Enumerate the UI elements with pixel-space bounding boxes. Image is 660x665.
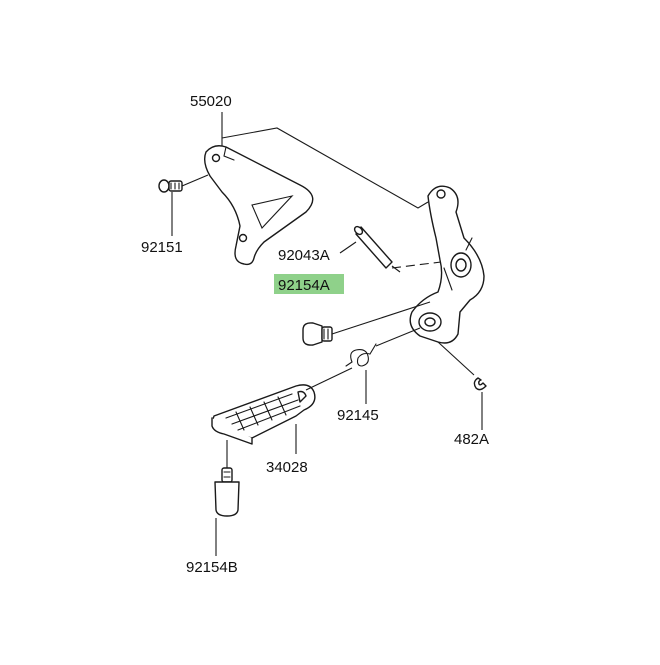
bracket-55020 — [203, 145, 314, 266]
pin-92043A — [353, 225, 393, 269]
label-92154A: 92154A — [278, 277, 330, 294]
assembly-lines — [181, 127, 475, 468]
label-34028: 34028 — [266, 459, 308, 476]
main-hanger-bracket — [409, 185, 485, 344]
bolt-92154A — [302, 322, 333, 346]
label-92145: 92145 — [337, 407, 379, 424]
label-482A: 482A — [454, 431, 489, 448]
label-55020: 55020 — [190, 93, 232, 110]
label-92154B: 92154B — [186, 559, 238, 576]
highlight-92154A — [274, 274, 344, 294]
spring-92145 — [345, 343, 377, 367]
circlip-482A — [473, 377, 487, 391]
part-labels: 55020 92151 92043A 92154A 92145 482A 340… — [141, 93, 489, 576]
label-92151: 92151 — [141, 239, 183, 256]
label-92043A: 92043A — [278, 247, 330, 264]
footpeg-34028 — [211, 384, 316, 445]
leader-lines — [171, 112, 483, 556]
bolt-92151 — [158, 179, 183, 193]
bolt-92154B — [214, 467, 240, 517]
